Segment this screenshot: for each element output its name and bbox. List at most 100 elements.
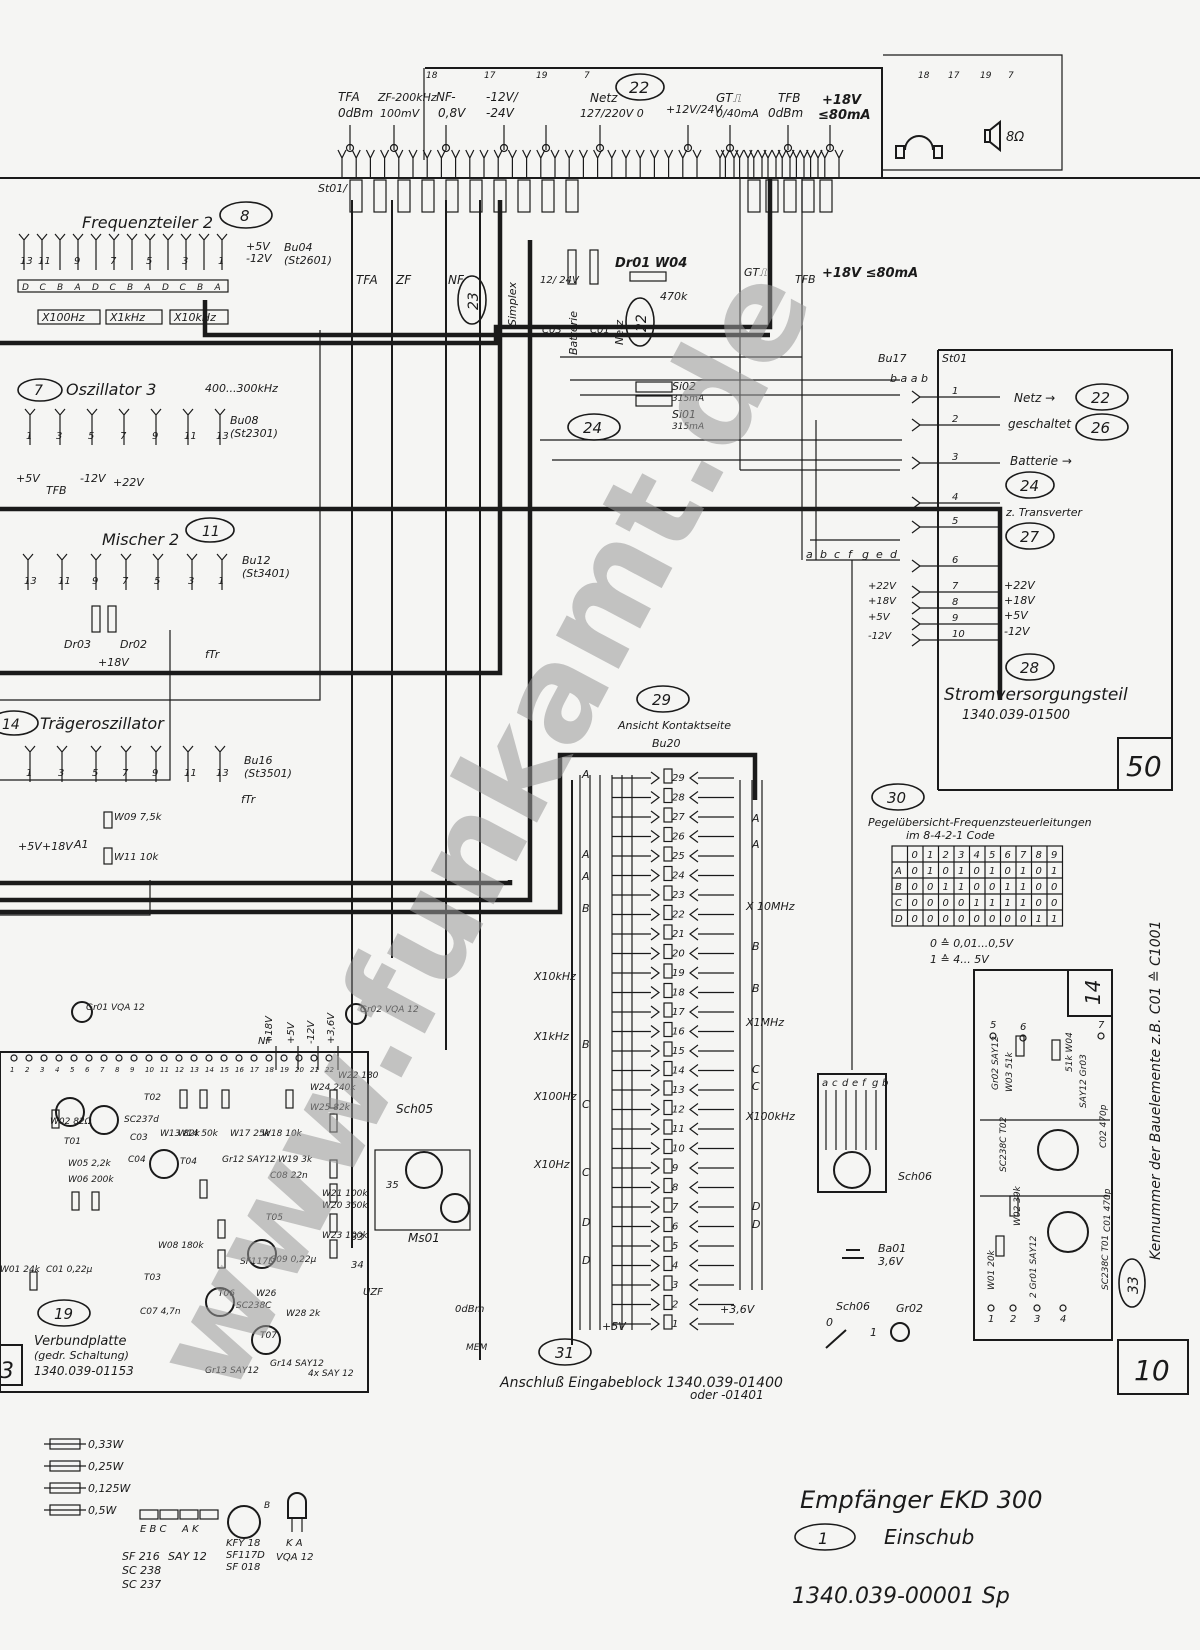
- conn-pin-left-icon: [650, 849, 660, 863]
- board-terminal-number: 3: [40, 1066, 44, 1074]
- jack-tfb-label: TFB: [778, 91, 800, 105]
- center-simplex: Simplex: [506, 281, 519, 326]
- pin-fork-icon: [182, 408, 194, 423]
- code-table-cell: 0: [927, 914, 933, 925]
- code-table-cell: 0: [1005, 866, 1011, 877]
- freq-num: 8: [240, 207, 250, 225]
- tv-pin-number: 5: [990, 1020, 996, 1031]
- board-terminal-icon: [295, 1054, 303, 1062]
- conn-pin-number: 22: [672, 910, 685, 921]
- power-title: Stromversorgungsteil: [944, 685, 1128, 705]
- conn-pin-left-icon: [650, 1259, 660, 1272]
- board-terminal-icon: [190, 1054, 198, 1062]
- fuse-si01-rating: 315mA: [672, 422, 704, 432]
- code-table-cell: 0: [1036, 866, 1042, 877]
- legend-type-say12: SAY 12: [168, 1550, 207, 1563]
- header-lug-icon: [337, 149, 347, 178]
- tv-part-label: C02 470p: [1099, 1104, 1109, 1148]
- legend-type-sc237: SC 237: [122, 1578, 161, 1591]
- code-table-cell: 1: [1020, 866, 1026, 877]
- conn-left-label: D: [582, 1254, 590, 1267]
- switch-sch06[interactable]: [833, 1151, 871, 1189]
- code-table-cell: 0: [1036, 882, 1042, 893]
- code-table-cell: 0: [943, 914, 949, 925]
- conn-pin-right-icon: [689, 1044, 699, 1058]
- code-table-cell: 1: [1005, 882, 1011, 893]
- pin-number: 1: [26, 768, 32, 779]
- board-terminal-icon: [10, 1054, 18, 1062]
- osc-title: Oszillator 3: [66, 380, 156, 399]
- pin-number: 5: [146, 256, 152, 267]
- conn-pin-body: [663, 1314, 673, 1330]
- header-lug-icon: [465, 149, 475, 178]
- conn-pin-left-icon: [650, 966, 660, 980]
- board-terminal-icon: [145, 1054, 153, 1062]
- pin-number: 9: [152, 431, 158, 442]
- conn-pin-right-icon: [689, 869, 699, 882]
- transistor-icon: [251, 1325, 281, 1355]
- tv-part-label: 51k W04: [1065, 1032, 1075, 1072]
- sw-gr02: Gr02: [896, 1302, 923, 1315]
- carrier-w09: W09 7,5k: [114, 812, 163, 823]
- legend-ak: A K: [181, 1524, 200, 1535]
- carrier-title: Trägeroszillator: [40, 714, 165, 733]
- power-row3-label: Batterie →: [1010, 454, 1072, 468]
- board-part-label: C03: [130, 1133, 148, 1143]
- code-table-cell: 1: [943, 882, 949, 893]
- mix-st: (St3401): [242, 567, 290, 580]
- tv-box-num2: 10: [1134, 1354, 1170, 1387]
- conn-pin-left-icon: [650, 1161, 660, 1175]
- conn-right-label: X100kHz: [745, 1110, 795, 1123]
- switch-sch05[interactable]: [405, 1151, 443, 1189]
- header-lug-icon: [720, 149, 730, 178]
- header-lug-icon: [692, 149, 702, 178]
- legend-resistor-rating: 0,33W: [88, 1438, 124, 1451]
- center-v1224: 12/ 24V: [540, 275, 580, 286]
- code-table-cell: 0: [1051, 882, 1057, 893]
- code-table-col-header: 0: [912, 850, 918, 861]
- header-lug-icon: [536, 149, 546, 178]
- board-sub: (gedr. Schaltung): [34, 1349, 129, 1362]
- code-table-cell: 0: [974, 882, 980, 893]
- conn-pin-left-icon: [650, 810, 660, 824]
- board-part-label: W13 82k: [160, 1129, 201, 1139]
- legend-vqa: VQA 12: [276, 1552, 313, 1563]
- resistor-icon: [329, 1089, 338, 1109]
- header-lug-icon: [763, 149, 773, 178]
- conn-pin-left-icon: [650, 1103, 660, 1116]
- resistor-icon: [221, 1089, 230, 1109]
- jack-terminal-icon: [683, 143, 693, 153]
- pin-fork-icon: [90, 233, 102, 248]
- legend-ka: K A: [286, 1538, 303, 1549]
- legend-ebc: E B C: [140, 1524, 167, 1535]
- conn-pin-right-icon: [689, 1317, 699, 1331]
- conn-pin-number: 7: [672, 1202, 679, 1213]
- power-rail-r-22: +22V: [1004, 579, 1036, 592]
- conn-pin-body: [663, 1119, 673, 1135]
- board-rail-label: +5V: [286, 1021, 297, 1044]
- code-table-row-header: A: [894, 866, 902, 877]
- board-pin34: 34: [351, 1260, 364, 1271]
- header-lug-icon: [771, 149, 781, 178]
- jack-gt-sub: 0/40mA: [716, 107, 759, 120]
- center-r470: 470k: [660, 290, 688, 303]
- power-row-pin: 2: [952, 414, 958, 425]
- board-part-label: Gr14 SAY12: [270, 1359, 324, 1369]
- tv-part-label: SC238C T02: [999, 1116, 1009, 1172]
- conn-pin-right-icon: [689, 1181, 699, 1194]
- sw-col-letter: c: [832, 1078, 838, 1089]
- sw-col-letter: g: [872, 1078, 878, 1089]
- board-part-label: Gr13 SAY12: [205, 1366, 259, 1376]
- code-table-cell: 1: [1051, 914, 1057, 925]
- jack-terminal-icon: [389, 143, 399, 153]
- power-rail-l-18: +18V: [868, 596, 897, 607]
- power-rail-l-5: +5V: [868, 612, 891, 623]
- conn-pin-number: 20: [672, 949, 685, 960]
- conn-left-label: C: [582, 1098, 590, 1111]
- conn-pin-number: 19: [672, 968, 685, 979]
- code-table-cell: 0: [943, 898, 949, 909]
- resistor-icon: [217, 1249, 226, 1269]
- conn-pin-left-icon: [650, 791, 660, 804]
- board-part-label: Gr12 SAY12: [222, 1155, 276, 1165]
- pin-fork-icon: [120, 745, 132, 760]
